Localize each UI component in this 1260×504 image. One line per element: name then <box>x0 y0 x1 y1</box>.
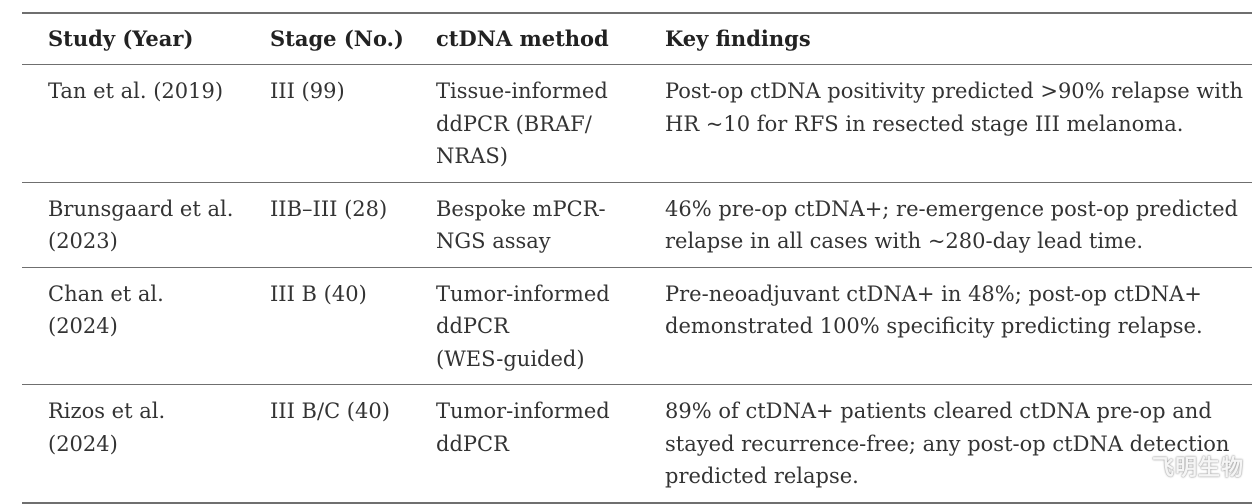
cell-study: Chan et al. (2024) <box>22 267 244 385</box>
cell-stage: IIB–III (28) <box>244 182 410 267</box>
cell-method: Tumor-informed ddPCR <box>410 385 639 503</box>
cell-method-line: Bespoke mPCR- <box>436 196 606 221</box>
header-key-findings: Key findings <box>665 26 811 51</box>
cell-method-line: ddPCR <box>436 431 509 456</box>
cell-study-line: (2024) <box>48 431 118 456</box>
cell-findings-line: predicted relapse. <box>665 464 859 488</box>
study-table-container: Study (Year) Stage (No.) ctDNA method Ke… <box>22 12 1252 504</box>
table-row: Rizos et al. (2024) III B/C (40) Tumor-info… <box>22 385 1252 503</box>
cell-stage-line: III B (40) <box>270 281 367 306</box>
cell-findings-line: demonstrated 100% specificity predicting… <box>665 314 1203 338</box>
cell-method-line: ddPCR (BRAF/ <box>436 111 592 136</box>
cell-findings: 46% pre-op ctDNA+; re-emergence post-op … <box>639 182 1252 267</box>
cell-study: Rizos et al. (2024) <box>22 385 244 503</box>
cell-study-line: Chan et al. <box>48 281 164 306</box>
cell-findings-line: Pre-neoadjuvant ctDNA+ in 48%; post-op c… <box>665 281 1202 306</box>
cell-method-line: NRAS) <box>436 144 508 168</box>
table-row: Tan et al. (2019) III (99) Tissue-informed… <box>22 65 1252 183</box>
cell-study-line: Rizos et al. <box>48 399 166 423</box>
cell-method: Tumor-informed ddPCR (WES-guided) <box>410 267 639 385</box>
cell-study-line: Tan et al. (2019) <box>48 79 224 103</box>
cell-findings: Pre-neoadjuvant ctDNA+ in 48%; post-op c… <box>639 267 1252 385</box>
cell-method-line: (WES-guided) <box>436 346 585 371</box>
cell-stage: III B/C (40) <box>244 385 410 503</box>
cell-findings-line: 89% of ctDNA+ patients cleared ctDNA pre… <box>665 399 1212 423</box>
cell-method: Bespoke mPCR- NGS assay <box>410 182 639 267</box>
cell-method-line: NGS assay <box>436 229 551 253</box>
cell-stage: III B (40) <box>244 267 410 385</box>
table-header-row: Study (Year) Stage (No.) ctDNA method Ke… <box>22 13 1252 65</box>
cell-study: Brunsgaard et al. (2023) <box>22 182 244 267</box>
cell-method-line: Tumor-informed <box>436 399 610 423</box>
header-ctdna-method: ctDNA method <box>436 26 609 51</box>
cell-method-line: Tissue-informed <box>436 79 608 103</box>
cell-findings: Post-op ctDNA positivity predicted >90% … <box>639 65 1252 183</box>
cell-stage: III (99) <box>244 65 410 183</box>
cell-findings-line: stayed recurrence-free; any post-op ctDN… <box>665 431 1230 456</box>
cell-study: Tan et al. (2019) <box>22 65 244 183</box>
header-study-year: Study (Year) <box>48 26 194 51</box>
cell-stage-line: III (99) <box>270 79 345 103</box>
cell-stage-line: III B/C (40) <box>270 399 390 423</box>
ctdna-studies-table: Study (Year) Stage (No.) ctDNA method Ke… <box>22 12 1252 504</box>
table-body: Tan et al. (2019) III (99) Tissue-informed… <box>22 65 1252 503</box>
cell-findings-line: HR ~10 for RFS in resected stage III mel… <box>665 111 1184 136</box>
header-stage-no: Stage (No.) <box>270 26 404 51</box>
cell-study-line: Brunsgaard et al. <box>48 196 234 221</box>
cell-study-line: (2024) <box>48 314 118 338</box>
cell-stage-line: IIB–III (28) <box>270 196 388 221</box>
cell-findings: 89% of ctDNA+ patients cleared ctDNA pre… <box>639 385 1252 503</box>
cell-method-line: ddPCR <box>436 314 509 338</box>
cell-method: Tissue-informed ddPCR (BRAF/NRAS) <box>410 65 639 183</box>
cell-findings-line: Post-op ctDNA positivity predicted >90% … <box>665 79 1243 103</box>
table-row: Chan et al. (2024) III B (40) Tumor-informe… <box>22 267 1252 385</box>
cell-method-line: Tumor-informed <box>436 281 610 306</box>
cell-findings-line: 46% pre-op ctDNA+; re-emergence post-op … <box>665 196 1238 221</box>
table-row: Brunsgaard et al. (2023) IIB–III (28) Bespo… <box>22 182 1252 267</box>
cell-study-line: (2023) <box>48 229 118 253</box>
watermark-logo: 飞明生物 <box>1151 456 1244 481</box>
cell-findings-line: relapse in all cases with ~280-day lead … <box>665 229 1144 253</box>
